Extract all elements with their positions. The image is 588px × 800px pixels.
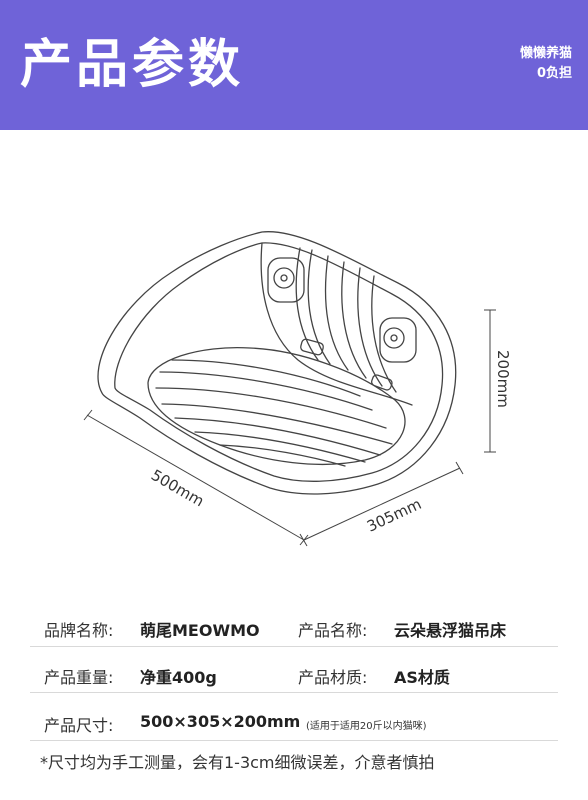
slogan-line-2: 0负担 xyxy=(536,66,572,81)
page-title: 产品参数 xyxy=(20,35,245,95)
spec-row-size: 产品尺寸: 500×305×200mm (适用于适用20斤以内猫咪) xyxy=(44,702,554,742)
slogan-line-1: 懒懒养猫 xyxy=(519,46,572,61)
brand-slogan: 懒懒养猫 0负担 xyxy=(520,44,572,84)
size-value: 500×305×200mm xyxy=(140,712,301,731)
product-name-label: 产品名称: xyxy=(298,621,368,640)
hammock-seat-bowl xyxy=(147,346,406,466)
suction-cup-right xyxy=(379,317,417,363)
measurement-disclaimer: *尺寸均为手工测量，会有1-3cm细微误差，介意者慎拍 xyxy=(40,753,435,772)
spec-row-brand-name: 品牌名称: 萌尾MEOWMO 产品名称: 云朵悬浮猫吊床 xyxy=(44,607,554,647)
divider xyxy=(30,646,558,647)
hammock-inner-rim xyxy=(114,242,444,482)
dimension-label-height: 200mm xyxy=(494,350,512,408)
size-label: 产品尺寸: xyxy=(44,716,114,735)
brand-value: 萌尾MEOWMO xyxy=(140,621,260,640)
weight-label: 产品重量: xyxy=(44,668,114,687)
suction-cup-left xyxy=(267,257,305,303)
product-name-value: 云朵悬浮猫吊床 xyxy=(394,621,507,640)
divider xyxy=(30,692,558,693)
hammock-outer-rim xyxy=(97,231,457,495)
material-label: 产品材质: xyxy=(298,668,368,687)
product-dimension-diagram: 500mm 305mm 200mm xyxy=(83,231,512,547)
spec-row-weight-material: 产品重量: 净重400g 产品材质: AS材质 xyxy=(44,654,554,694)
dimension-line-width xyxy=(86,414,305,541)
dimension-label-width: 500mm xyxy=(148,466,207,511)
dimension-line-depth xyxy=(303,467,461,541)
hammock-back-wall xyxy=(260,242,413,406)
size-note: (适用于适用20斤以内猫咪) xyxy=(306,721,427,732)
dimension-label-depth: 305mm xyxy=(364,495,424,536)
weight-value: 净重400g xyxy=(140,668,217,687)
divider xyxy=(30,740,558,741)
header-banner: 产品参数 懒懒养猫 0负担 xyxy=(0,0,588,130)
brand-label: 品牌名称: xyxy=(44,621,114,640)
material-value: AS材质 xyxy=(394,668,450,687)
